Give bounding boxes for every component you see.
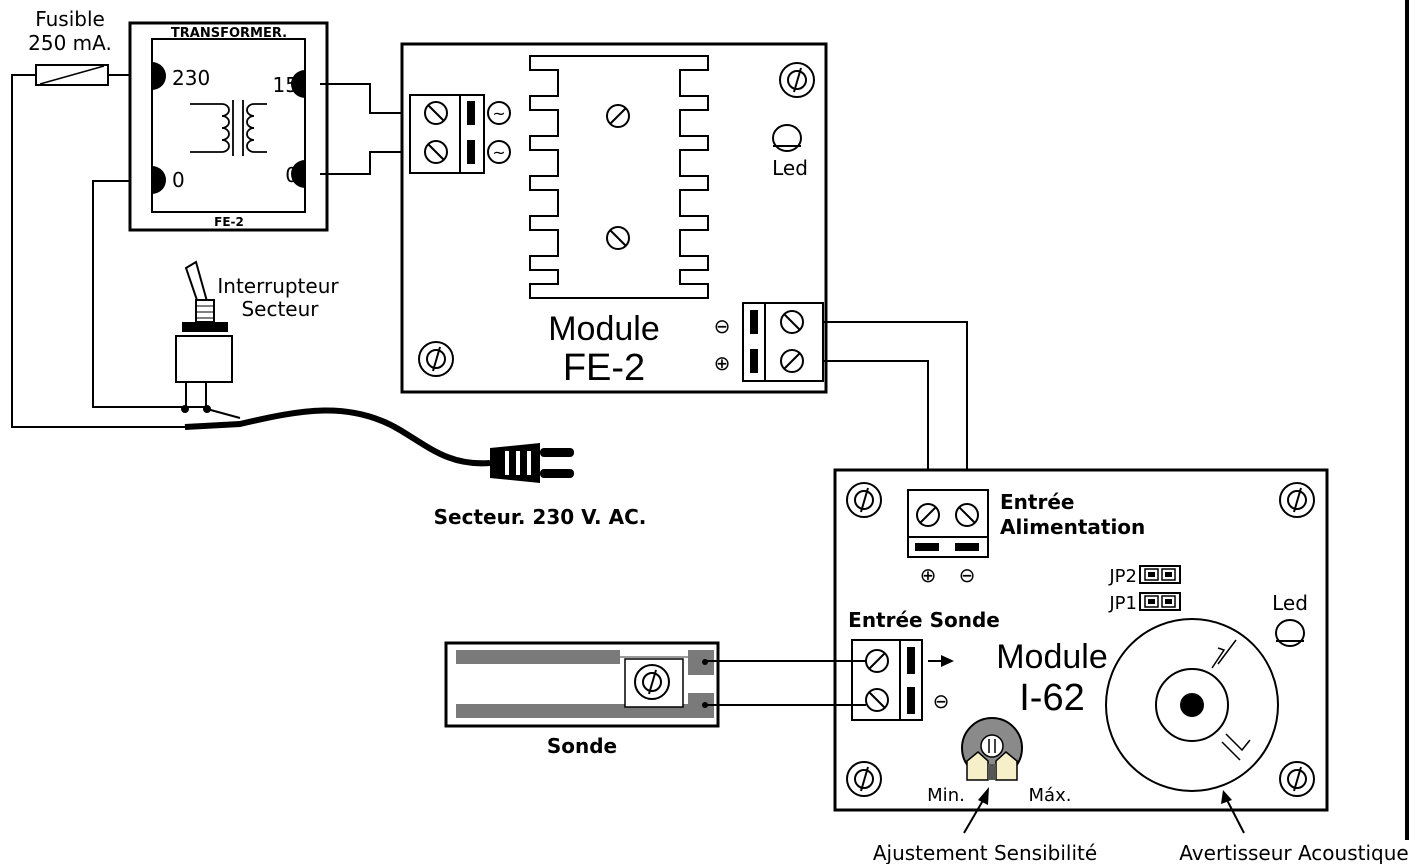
terminal-0-secondary bbox=[291, 160, 305, 188]
i62-mount-hole-1 bbox=[846, 482, 882, 518]
i62-power-screw-1 bbox=[916, 503, 940, 527]
dc-wiring bbox=[823, 321, 968, 490]
transformer-footer: FE-2 bbox=[214, 215, 244, 229]
fe2-plus-symbol: ⊕ bbox=[714, 351, 731, 375]
probe-input-label: Entrée Sonde bbox=[848, 608, 1000, 632]
jp2-label: JP2 bbox=[1108, 566, 1137, 587]
fe2-module-label-1: Module bbox=[548, 310, 660, 348]
fe2-led-label: Led bbox=[772, 156, 808, 180]
i62-led-icon bbox=[1275, 619, 1305, 647]
i62-probe-minus-symbol: ⊖ bbox=[933, 689, 950, 713]
fe2-ac-screw-1 bbox=[424, 101, 448, 125]
i62-module-label-2: I-62 bbox=[1019, 677, 1084, 719]
i62-plus-symbol: ⊕ bbox=[920, 563, 937, 587]
secondary-high-label: 15 bbox=[273, 73, 298, 97]
pot-max-label: Máx. bbox=[1029, 785, 1072, 806]
terminal-0-primary bbox=[152, 166, 166, 194]
jp1-label: JP1 bbox=[1108, 593, 1137, 614]
callouts: Ajustement Sensibilité Avertisseur Acous… bbox=[873, 787, 1409, 864]
switch-label-2: Secteur bbox=[241, 297, 319, 321]
fe2-minus-symbol: ⊖ bbox=[714, 314, 731, 338]
mains-label: Secteur. 230 V. AC. bbox=[434, 505, 647, 529]
i62-mount-hole-3 bbox=[846, 761, 882, 797]
i62-minus-symbol: ⊖ bbox=[959, 563, 976, 587]
buzzer-icon bbox=[1105, 618, 1279, 792]
fuse: Fusible 250 mA. bbox=[28, 7, 112, 86]
probe-label: Sonde bbox=[547, 734, 617, 758]
mains-plug-icon bbox=[490, 443, 540, 483]
terminal-15 bbox=[291, 70, 305, 98]
fe2-module-label-2: FE-2 bbox=[563, 347, 645, 389]
secondary-wiring bbox=[320, 83, 410, 175]
mains-switch: Interrupteur Secteur bbox=[175, 260, 339, 413]
probe-mount-hole bbox=[634, 664, 670, 700]
fe2-ac-screw-2 bbox=[424, 140, 448, 164]
module-fe2: ~ ~ Led Module FE-2 ⊖ ⊕ bbox=[400, 42, 828, 394]
probe-wiring bbox=[705, 660, 866, 706]
heatsink-screw-1 bbox=[606, 104, 630, 128]
power-input-label-1: Entrée bbox=[1000, 490, 1074, 514]
fe2-mount-hole-2 bbox=[418, 341, 454, 377]
terminal-230 bbox=[152, 62, 166, 90]
sensitivity-callout-arrow bbox=[963, 796, 986, 834]
fe2-dc-screw-1 bbox=[780, 310, 804, 334]
probe-contact-1 bbox=[688, 650, 714, 675]
ac-symbol-1: ~ bbox=[492, 104, 505, 123]
transformer-coil-icon bbox=[190, 100, 267, 156]
primary-low-label: 0 bbox=[172, 168, 185, 192]
module-i62: ⊕ ⊖ Entrée Alimentation JP2 JP1 Led Entr… bbox=[833, 468, 1329, 812]
transformer: TRANSFORMER. FE-2 230 0 15 0 bbox=[128, 21, 329, 232]
i62-led-label: Led bbox=[1272, 591, 1308, 615]
i62-module-label-1: Module bbox=[996, 638, 1108, 676]
secondary-low-label: 0 bbox=[285, 163, 298, 187]
buzzer-callout: Avertisseur Acoustique bbox=[1179, 841, 1408, 864]
fe2-dc-screw-2 bbox=[780, 349, 804, 373]
mains-cable: Secteur. 230 V. AC. bbox=[184, 407, 647, 529]
probe: Sonde bbox=[444, 641, 720, 758]
pot-min-label: Min. bbox=[927, 785, 965, 806]
i62-probe-screw-2 bbox=[865, 688, 889, 712]
ac-symbol-2: ~ bbox=[492, 143, 505, 162]
probe-electrode-1 bbox=[456, 650, 620, 664]
primary-high-label: 230 bbox=[172, 66, 210, 90]
fe2-led-icon bbox=[772, 124, 802, 152]
fuse-label-2: 250 mA. bbox=[28, 31, 112, 55]
heatsink-screw-2 bbox=[606, 226, 630, 250]
i62-probe-screw-1 bbox=[865, 649, 889, 673]
i62-power-screw-2 bbox=[955, 503, 979, 527]
i62-mount-hole-2 bbox=[1279, 482, 1315, 518]
switch-body bbox=[175, 335, 233, 383]
transformer-title: TRANSFORMER. bbox=[171, 26, 287, 41]
switch-label-1: Interrupteur bbox=[217, 274, 339, 298]
sensitivity-callout: Ajustement Sensibilité bbox=[873, 841, 1097, 864]
power-input-label-2: Alimentation bbox=[1000, 515, 1145, 539]
fuse-label-1: Fusible bbox=[35, 7, 105, 31]
i62-mount-hole-4 bbox=[1279, 761, 1315, 797]
ac-symbol-icon bbox=[487, 140, 511, 164]
heatsink-icon bbox=[529, 55, 709, 299]
ac-symbol-icon bbox=[487, 101, 511, 125]
fe2-mount-hole-1 bbox=[779, 62, 815, 98]
buzzer-callout-arrow bbox=[1226, 799, 1245, 834]
